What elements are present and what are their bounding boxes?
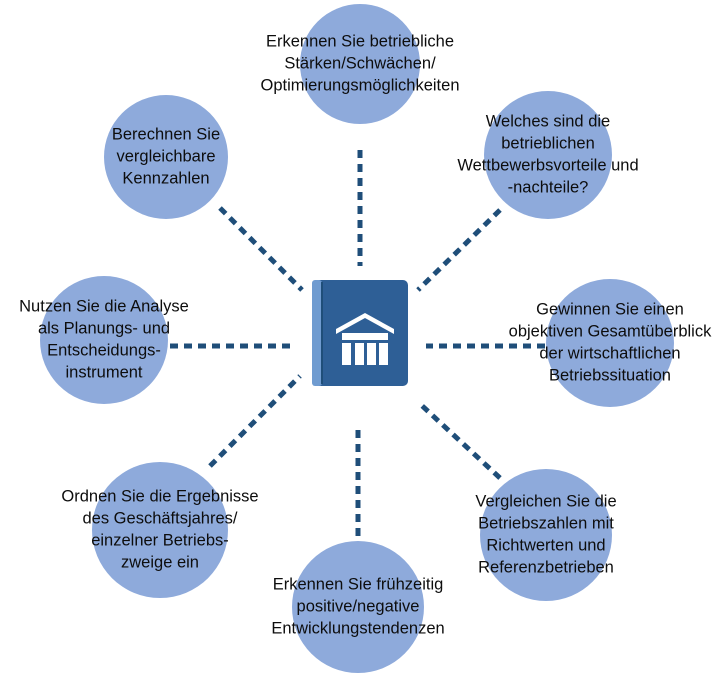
benefit-text-line: Richtwerten und [486,536,605,554]
benefit-text-line: Betriebszahlen mit [478,514,614,532]
benefit-node-top-right: Welches sind die betrieblichenWettbewerbs… [457,91,639,219]
book-spine [312,280,322,386]
benefit-text-line: Welches sind die [486,112,610,130]
benefit-text-line: Ordnen Sie die Ergebnisse [61,487,258,505]
benefit-text-line: als Planungs- und [38,319,170,337]
connector-bottom-right [416,400,502,480]
benefit-text-line: zweige ein [121,553,199,571]
benefit-text-line: Optimierungsmöglichkeiten [260,76,459,94]
benefit-circle [546,279,674,407]
benefit-text-line: betrieblichen [501,134,595,152]
house-icon [336,313,394,365]
benefit-text-line: Vergleichen Sie die [475,492,616,510]
benefit-text-line: -nachteile? [508,178,589,196]
benefit-text-line: Betriebssituation [549,366,671,384]
benefit-node-right: Gewinnen Sie einen objektiven Gesamtüberb… [509,279,712,407]
benefit-node-top: Erkennen Sie betrieblicheStärken/Schwäch… [260,4,460,124]
benefit-circle [300,4,420,124]
benefit-text-line: Gewinnen Sie einen [536,300,684,318]
benefit-node-left: Nutzen Sie die Analyse als Planungs- undE… [19,276,189,404]
benefit-text-line: Nutzen Sie die Analyse [19,297,189,315]
benefit-text-line: positive/negative [297,597,420,615]
benefit-text-line: objektiven Gesamtüberblick [509,322,712,340]
benefit-circle [484,91,612,219]
benefit-text-line: Stärken/Schwächen/ [284,54,436,72]
connector-bottom-left [208,374,302,468]
benefit-text-line: Erkennen Sie betriebliche [266,32,454,50]
benefit-text-line: vergleichbare [116,147,215,165]
benefit-text-line: Erkennen Sie frühzeitig [273,575,444,593]
benefit-circle [104,95,228,219]
benefit-circle [292,541,424,673]
benefit-circle [92,462,228,598]
benefit-circle [480,469,612,601]
connector-lines [170,150,545,550]
benefit-text-line: Kennzahlen [122,169,209,187]
benefit-text-line: Wettbewerbsvorteile und [457,156,638,174]
central-book [312,280,408,386]
benefit-text-line: einzelner Betriebs- [91,531,229,549]
benefit-text-line: der wirtschaftlichen [539,344,680,362]
benefit-circles: Erkennen Sie betrieblicheStärken/Schwäch… [19,4,712,673]
benefit-text-line: instrument [65,363,142,381]
benefit-text-line: Referenzbetrieben [478,558,614,576]
benefit-node-bottom-left: Ordnen Sie die Ergebnisse des Geschäftsja… [61,462,259,598]
connector-top-left [218,206,304,292]
connector-top-right [416,208,502,292]
benefit-node-bottom: Erkennen Sie frühzeitig positive/negative… [271,541,445,673]
benefit-circle [40,276,168,404]
benefit-text-line: Entwicklungstendenzen [271,619,444,637]
benefit-text-line: des Geschäftsjahres/ [83,509,238,527]
benefit-text-line: Berechnen Sie [112,125,220,143]
benefit-text-line: Entscheidungs- [47,341,161,359]
